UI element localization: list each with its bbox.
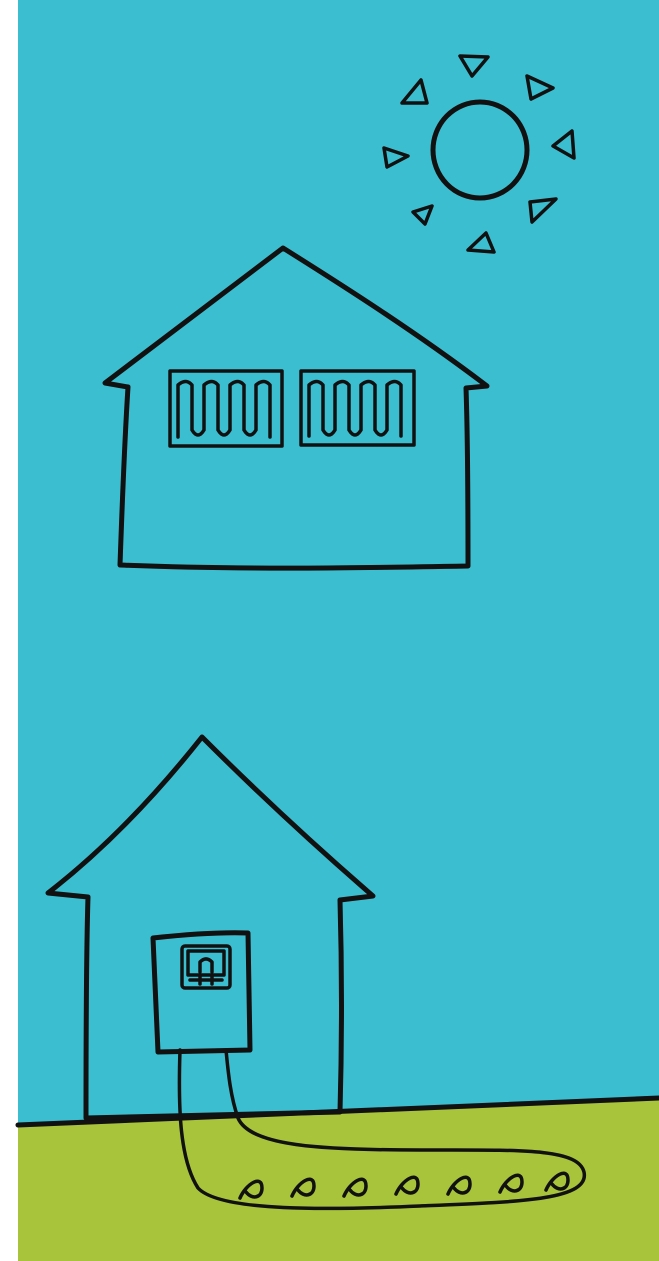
illustration [0,0,659,1261]
